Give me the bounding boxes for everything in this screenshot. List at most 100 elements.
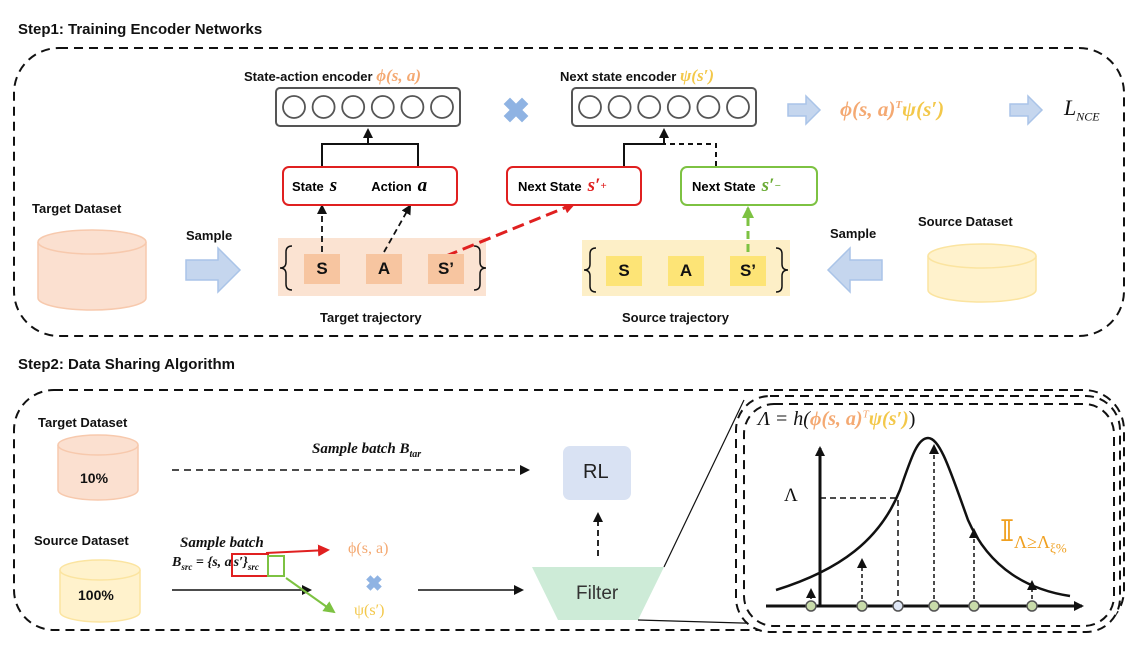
- state-action-encoder-formula: ϕ(s, a): [376, 66, 421, 85]
- src-sub: src: [181, 561, 193, 572]
- next-state-encoder-formula: ψ(s′): [679, 66, 715, 85]
- arrow-to-loss: [1009, 94, 1044, 126]
- neuron-circle: [637, 95, 662, 119]
- neuron-circle: [666, 95, 691, 119]
- src-end: }: [243, 555, 248, 570]
- next-state-pos-symbol: s′: [587, 175, 601, 196]
- neuron-circle: [400, 95, 425, 119]
- multiply-cross-icon: [503, 97, 529, 123]
- product-psi: ψ(s′): [902, 97, 945, 121]
- sample-batch-src-line1: Sample batch: [180, 535, 264, 551]
- step2-multiply-cross-icon: [366, 575, 382, 591]
- step1-frame: [13, 47, 1125, 337]
- step2-frame: [13, 389, 1125, 631]
- next-state-pos-sup: +: [600, 180, 607, 192]
- action-label: Action: [371, 178, 412, 194]
- target-token-s: S: [304, 254, 340, 284]
- action-symbol: a: [417, 175, 428, 196]
- loss-nce: LNCE: [1064, 95, 1100, 124]
- product-formula: ϕ(s, a)Tψ(s′): [840, 97, 944, 122]
- target-token-sprime: S’: [428, 254, 464, 284]
- step2-source-cylinder: [59, 559, 141, 623]
- sp-highlight-box: [267, 555, 285, 577]
- sample-arrow-right: [826, 246, 883, 294]
- neuron-circle: [607, 95, 632, 119]
- next-state-neg-label: Next State: [692, 178, 756, 194]
- neuron-circle: [430, 95, 454, 119]
- state-symbol: s: [329, 175, 338, 196]
- indicator-subsub: ξ%: [1050, 540, 1067, 556]
- state-action-encoder-label: State-action encoder ϕ(s, a): [244, 66, 421, 86]
- step2-target-dataset-label: Target Dataset: [38, 415, 128, 430]
- neuron-circle: [696, 95, 721, 119]
- loss-main: L: [1064, 95, 1077, 120]
- step1-title: Step1: Training Encoder Networks: [18, 21, 263, 38]
- sample-right-label: Sample: [830, 226, 877, 241]
- trajectory-braces: [279, 245, 789, 293]
- lambda-distribution-plot: [766, 436, 1084, 612]
- zoom-line-top: [663, 399, 745, 568]
- target-pct: 10%: [80, 470, 109, 486]
- product-T: T: [895, 99, 903, 111]
- next-state-encoder: [571, 87, 757, 127]
- red-phi-arrow: [265, 544, 330, 557]
- loss-sub: NCE: [1076, 109, 1100, 124]
- src-sa: s, a: [212, 555, 232, 570]
- state-label: State: [292, 178, 324, 194]
- step2-phi-label: ϕ(s, a): [348, 540, 389, 557]
- red-positive-arrow: [445, 202, 576, 258]
- sample-arrow-left: [185, 246, 242, 294]
- next-state-pos-label: Next State: [518, 178, 582, 194]
- src-eq: = {: [192, 555, 213, 570]
- lambda-suffix: ): [908, 408, 916, 430]
- indicator-sub-wrap: Λ≥Λξ%: [1014, 532, 1067, 556]
- product-phi: ϕ(s, a): [840, 97, 896, 121]
- source-dataset-label: Source Dataset: [918, 214, 1013, 229]
- target-dataset-label: Target Dataset: [32, 201, 122, 216]
- source-trajectory-label: Source trajectory: [622, 310, 729, 325]
- sample-left-label: Sample: [186, 228, 233, 243]
- next-state-neg-symbol: s′: [761, 175, 775, 196]
- filter-shape: [532, 567, 664, 620]
- target-dataset-cylinder: [37, 229, 147, 311]
- src-sp: s′: [233, 555, 244, 570]
- neuron-circle: [726, 95, 750, 119]
- neuron-circle: [578, 95, 602, 119]
- rl-label: RL: [583, 461, 609, 483]
- src-sub-2: src: [247, 561, 259, 572]
- encoder-connectors: [321, 128, 717, 166]
- step2-source-dataset-label: Source Dataset: [34, 533, 129, 548]
- sample-batch-tar-text: Sample batch B: [312, 441, 410, 457]
- step2-target-cylinder: [57, 434, 139, 501]
- zoom-frame-inner: [743, 403, 1115, 627]
- token-arrows: [317, 204, 411, 253]
- lambda-formula: Λ = h(ϕ(s, a)Tψ(s′)): [758, 408, 915, 431]
- lambda-psi: ψ(s′): [868, 408, 909, 430]
- state-action-encoder: [275, 87, 461, 127]
- next-state-encoder-label: Next state encoder ψ(s′): [560, 66, 714, 86]
- step2-psi-label: ψ(s′): [354, 602, 385, 619]
- target-token-a: A: [366, 254, 402, 284]
- green-psi-arrow: [285, 577, 336, 614]
- src-B: B: [172, 555, 182, 570]
- filter-label: Filter: [576, 583, 619, 604]
- lambda-phi: ϕ(s, a): [809, 408, 863, 430]
- zoom-frame: [735, 395, 1121, 633]
- next-state-positive-box: Next State s′+: [506, 166, 642, 206]
- step2-title: Step2: Data Sharing Algorithm: [18, 356, 235, 373]
- bell-curve: [775, 436, 1071, 598]
- lambda-prefix: Λ = h(: [758, 408, 810, 430]
- neuron-circle: [370, 95, 395, 119]
- next-state-neg-sup: −: [774, 180, 781, 192]
- rl-box: [563, 446, 631, 500]
- sample-batch-tar-label: Sample batch Btar: [312, 441, 421, 460]
- arrow-to-product: [787, 94, 822, 126]
- source-dataset-cylinder: [927, 243, 1037, 303]
- neuron-circle: [341, 95, 366, 119]
- source-pct: 100%: [78, 587, 114, 603]
- target-trajectory-label: Target trajectory: [320, 310, 422, 325]
- next-state-negative-box: Next State s′−: [680, 166, 818, 206]
- neuron-circle: [282, 95, 306, 119]
